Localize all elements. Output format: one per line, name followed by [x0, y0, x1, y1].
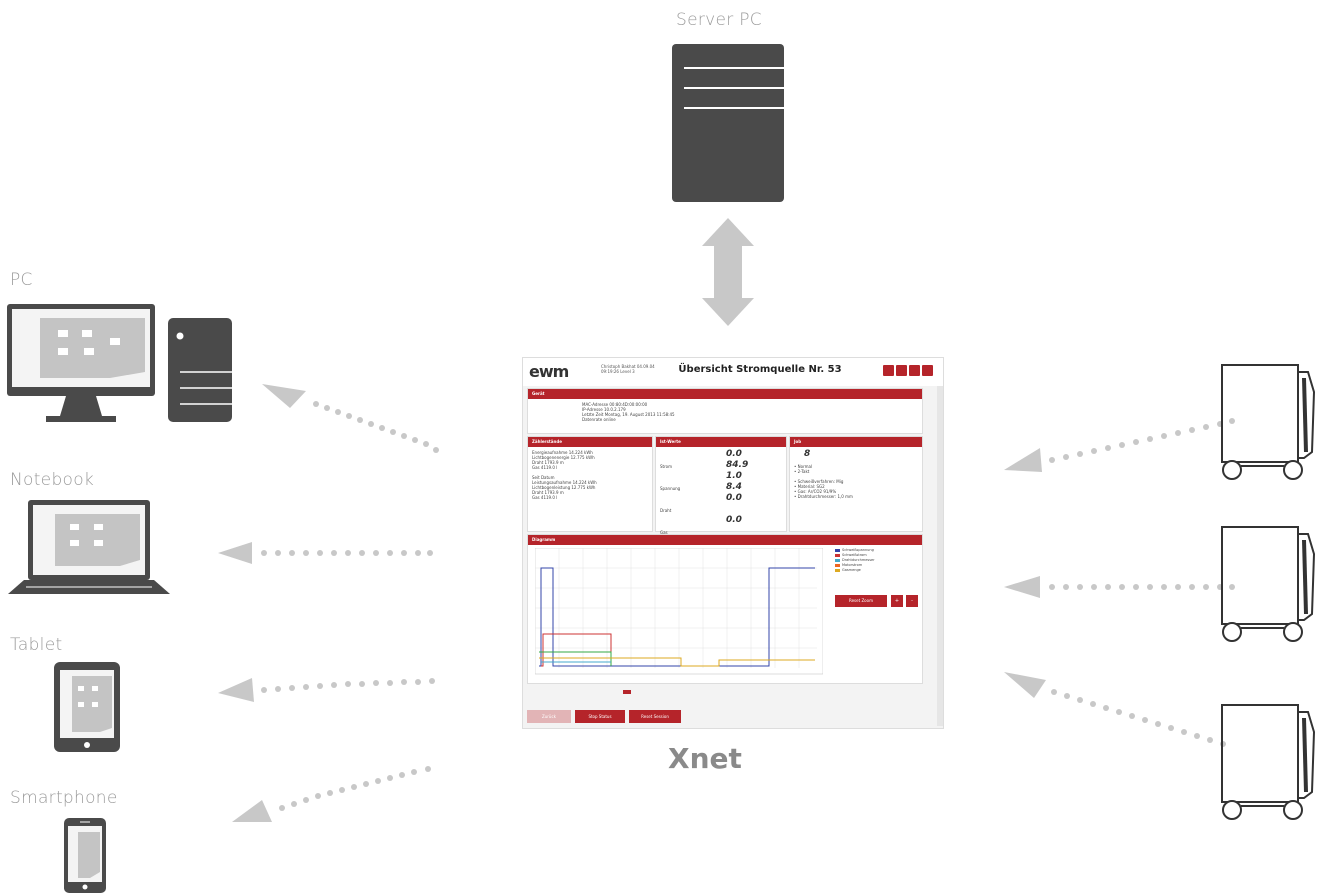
- device-panel-text: MAC-Adresse 00:80:4D:00:00:00 IP-Adresse…: [582, 402, 675, 422]
- actual-value: 0.0: [726, 493, 742, 503]
- header-button[interactable]: [909, 365, 920, 376]
- header-button[interactable]: [922, 365, 933, 376]
- diagram-plot: [535, 548, 823, 675]
- diagram-legend: Schweißspannung Schweißstrom Drahtdurchm…: [835, 548, 875, 573]
- diagram-panel-header: Diagramm: [528, 535, 922, 545]
- ewm-logo: ewm: [529, 362, 569, 381]
- job-number: 8: [804, 449, 811, 459]
- xnet-title: Xnet: [668, 742, 742, 775]
- legend-item[interactable]: Schweißstrom: [835, 553, 875, 558]
- smartphone-label: Smartphone: [10, 788, 118, 808]
- legend-label: Drahtdurchmesser: [842, 558, 875, 562]
- arrow-to-notebook: [218, 542, 433, 564]
- legend-item[interactable]: Motorstrom: [835, 563, 875, 568]
- actual-label: Draht: [660, 508, 672, 513]
- job-panel-header: Job: [790, 437, 922, 447]
- actual-value: 0.0: [726, 515, 742, 525]
- tablet-label: Tablet: [10, 635, 63, 655]
- header-button[interactable]: [883, 365, 894, 376]
- header-meta: Christoph Bakhat 04.09.04 09:19:26 Level…: [601, 364, 655, 374]
- notebook-icon: [8, 500, 170, 594]
- counters-panel: Zählerstände Energieaufnahme 14.224 kWh …: [527, 436, 653, 532]
- zoom-out-button[interactable]: -: [906, 595, 918, 607]
- actual-values-header: Ist-Werte: [656, 437, 786, 447]
- actual-values-panel: Ist-Werte Strom Spannung Draht Gas Leist…: [655, 436, 787, 601]
- legend-label: Motorstrom: [842, 563, 863, 567]
- legend-item[interactable]: Gasmenge: [835, 568, 875, 573]
- scrollbar[interactable]: [937, 386, 943, 726]
- arrow-from-welder-3: [1004, 672, 1226, 747]
- pc-label: PC: [10, 270, 33, 290]
- device-panel-header: Gerät: [528, 389, 922, 399]
- arrow-from-welder-2: [1004, 576, 1235, 598]
- back-button[interactable]: Zurück: [527, 710, 571, 723]
- legend-item[interactable]: Drahtdurchmesser: [835, 558, 875, 563]
- notebook-label: Notebook: [10, 470, 95, 490]
- scroll-marker: [623, 690, 631, 694]
- legend-label: Schweißspannung: [842, 548, 874, 552]
- reset-zoom-button[interactable]: Reset Zoom: [835, 595, 887, 607]
- job-panel: Job 8 • Normal • 2-Takt • Schweißverfahr…: [789, 436, 923, 532]
- counters-panel-header: Zählerstände: [528, 437, 652, 447]
- arrow-to-tablet: [218, 678, 435, 702]
- arrow-to-smartphone: [232, 766, 431, 822]
- actual-label: Spannung: [660, 486, 681, 491]
- device-panel: Gerät MAC-Adresse 00:80:4D:00:00:00 IP-A…: [527, 388, 923, 434]
- reset-session-button[interactable]: Reset Session: [629, 710, 681, 723]
- pc-icon: [7, 304, 232, 422]
- legend-item[interactable]: Schweißspannung: [835, 548, 875, 553]
- header-buttons: [881, 361, 933, 379]
- header-button[interactable]: [896, 365, 907, 376]
- screen-title: Übersicht Stromquelle Nr. 53: [678, 364, 842, 375]
- welding-machine-icon-2: [1221, 526, 1316, 642]
- actual-value: 8.4: [726, 482, 742, 492]
- arrow-from-welder-1: [1004, 418, 1235, 472]
- actual-value: 84.9: [726, 460, 749, 470]
- actual-label: Strom: [660, 464, 673, 469]
- stop-status-button[interactable]: Stop Status: [575, 710, 625, 723]
- job-text: • Normal • 2-Takt • Schweißverfahren: Mi…: [794, 464, 853, 499]
- xnet-screenshot: ewm Christoph Bakhat 04.09.04 09:19:26 L…: [522, 357, 944, 729]
- tablet-icon: [54, 662, 120, 752]
- server-label: Server PC: [676, 10, 762, 30]
- server-icon: [672, 44, 784, 202]
- zoom-in-button[interactable]: +: [891, 595, 903, 607]
- actual-value: 1.0: [726, 471, 742, 481]
- welding-machine-icon-1: [1221, 364, 1316, 480]
- welding-machine-icon-3: [1221, 704, 1316, 820]
- actual-value: 0.0: [726, 449, 742, 459]
- legend-label: Gasmenge: [842, 568, 861, 572]
- actual-label: Gas: [660, 530, 668, 535]
- arrow-to-pc: [262, 384, 439, 453]
- smartphone-icon: [64, 818, 106, 893]
- legend-label: Schweißstrom: [842, 553, 867, 557]
- xnet-header: ewm Christoph Bakhat 04.09.04 09:19:26 L…: [523, 358, 943, 386]
- counters-panel-text: Energieaufnahme 14.224 kWh Lichtbogenene…: [532, 450, 597, 500]
- double-arrow-icon: [702, 218, 754, 326]
